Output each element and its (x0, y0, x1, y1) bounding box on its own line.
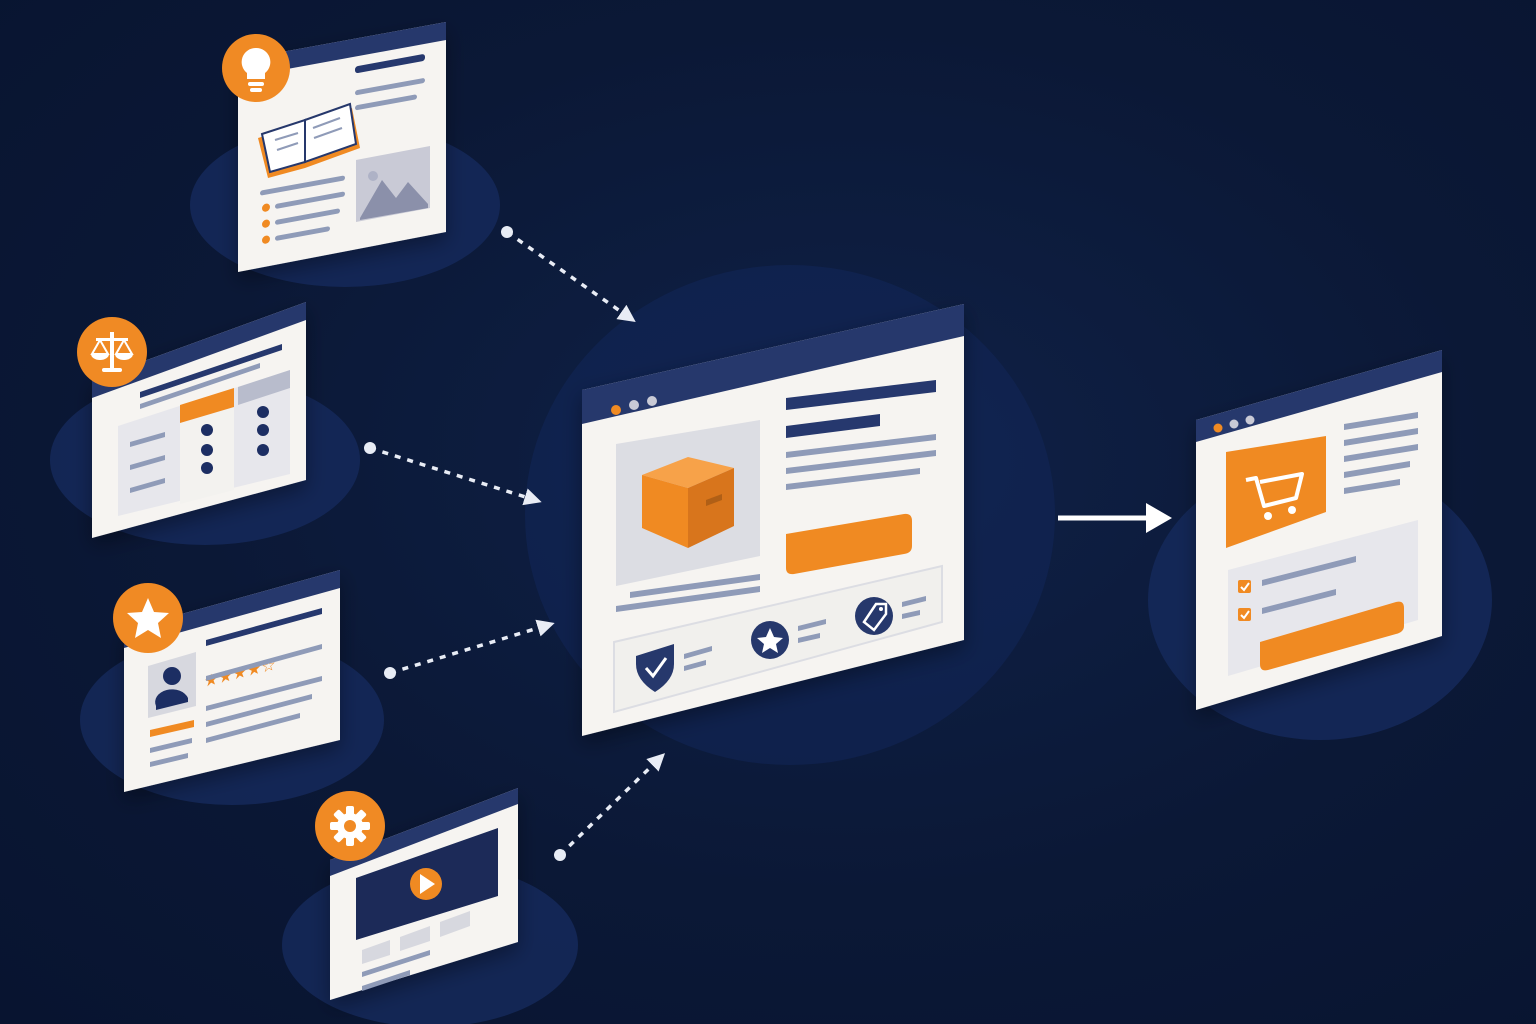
image-placeholder-icon (356, 146, 430, 222)
window-controls (1213, 415, 1255, 433)
connector-product-to-checkout (1058, 503, 1172, 533)
open-book-icon (258, 102, 360, 178)
checkbox-icon (1238, 580, 1251, 621)
video-page-card (330, 788, 518, 1000)
user-avatar-icon (148, 652, 196, 718)
gear-icon (315, 791, 385, 861)
lightbulb-icon (222, 34, 290, 102)
knowledge-page-card (238, 22, 446, 272)
checkout-button[interactable] (1260, 601, 1404, 671)
box-icon (642, 457, 734, 548)
video-player (356, 828, 498, 940)
comparison-table (118, 370, 290, 516)
star-icon (113, 583, 183, 653)
checkout-page-card (1196, 350, 1442, 710)
window-controls (611, 396, 657, 415)
add-to-cart-button[interactable] (786, 513, 912, 575)
checkmark-icon (201, 406, 269, 474)
shield-check-icon (636, 644, 712, 692)
connector-review-to-product (384, 619, 555, 679)
connector-comparison-to-product (364, 442, 542, 506)
scales-icon (77, 317, 147, 387)
star-badge-icon (751, 619, 826, 659)
product-page-card (582, 304, 964, 736)
connector-video-to-product (554, 753, 666, 861)
connector-knowledge-to-product (501, 226, 636, 323)
price-tag-icon (855, 596, 926, 635)
shopping-cart-icon (1226, 436, 1326, 548)
